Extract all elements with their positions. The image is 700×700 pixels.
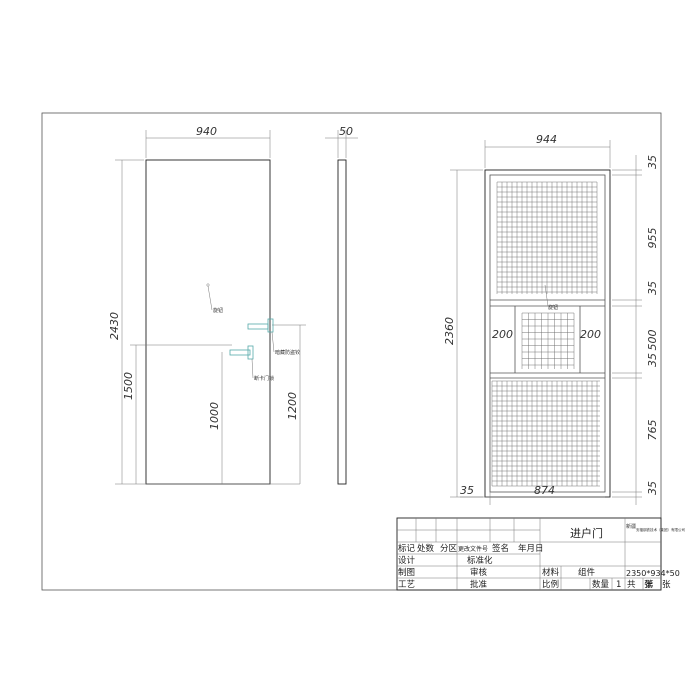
dim-right-2: 35 xyxy=(646,281,659,295)
sheet-number: 第 张 xyxy=(645,579,671,590)
dim-200-right: 200 xyxy=(580,328,601,341)
label-review: 审核 xyxy=(470,567,488,578)
dim-right-5: 765 xyxy=(646,420,659,441)
side-view: 50 xyxy=(325,125,358,485)
company-name: 安福钢铁技术（集团）有限公司 xyxy=(636,527,685,532)
label-drawing: 制图 xyxy=(398,567,415,578)
dim-inner-width: 874 xyxy=(534,484,555,497)
label-standard: 标准化 xyxy=(467,555,493,566)
dim-right-3: 500 xyxy=(646,330,659,351)
dim-width: 940 xyxy=(196,125,217,138)
label-lock: 断卡门锁 xyxy=(254,375,274,382)
header-mark: 标记 xyxy=(398,543,416,554)
dim-left-35: 35 xyxy=(460,484,474,497)
dim-200-left: 200 xyxy=(492,328,513,341)
header-zone: 分区 xyxy=(440,544,458,554)
dim-right-6: 35 xyxy=(646,481,659,495)
label-material: 材料 xyxy=(542,567,560,578)
header-signature: 签名 xyxy=(492,543,509,554)
header-date: 年月日 xyxy=(518,543,544,554)
dim-right-0: 35 xyxy=(646,155,659,169)
label-knob: 旋钮 xyxy=(213,307,223,314)
sheets-total: 共 张 xyxy=(627,580,653,590)
company-prefix: 新疆 xyxy=(626,523,636,530)
front-view: 940 2430 1500 1000 1200 旋钮 暗藏防盗铰 断卡门锁 xyxy=(108,125,306,485)
label-approve: 批准 xyxy=(470,579,488,590)
drawing-frame xyxy=(41,112,662,591)
label-process: 工艺 xyxy=(398,580,415,590)
label-mesh-knob: 旋钮 xyxy=(548,304,558,311)
header-change-doc: 更改文件号 xyxy=(458,545,488,553)
material-value: 组件 xyxy=(578,567,596,578)
door-outline xyxy=(145,159,271,485)
header-count: 处数 xyxy=(417,543,435,554)
dim-mesh-width: 944 xyxy=(536,133,557,146)
dim-right-1: 955 xyxy=(646,228,659,249)
label-scale: 比例 xyxy=(542,579,559,590)
dim-right-4: 35 xyxy=(646,353,659,367)
mesh-view: 944 2360 35 874 200 200 旋钮 35 955 35 500 35 7… xyxy=(443,133,659,505)
label-design: 设计 xyxy=(398,555,416,566)
dim-thickness: 50 xyxy=(339,125,353,138)
dim-1000: 1000 xyxy=(208,402,221,430)
dim-mesh-height: 2360 xyxy=(443,317,456,345)
title-block: 进户门 新疆 安福钢铁技术（集团）有限公司 标记 处数 分区 更改文件号 签名 … xyxy=(396,517,685,591)
dim-height: 2430 xyxy=(108,312,121,340)
label-hinge: 暗藏防盗铰 xyxy=(275,349,300,356)
drawing-title: 进户门 xyxy=(570,526,603,540)
dim-1500: 1500 xyxy=(122,372,135,400)
qty-value: 1 xyxy=(616,580,621,590)
label-qty: 数量 xyxy=(592,579,610,590)
dim-1200: 1200 xyxy=(286,392,299,420)
size-value: 2350*934*50 xyxy=(626,569,680,578)
